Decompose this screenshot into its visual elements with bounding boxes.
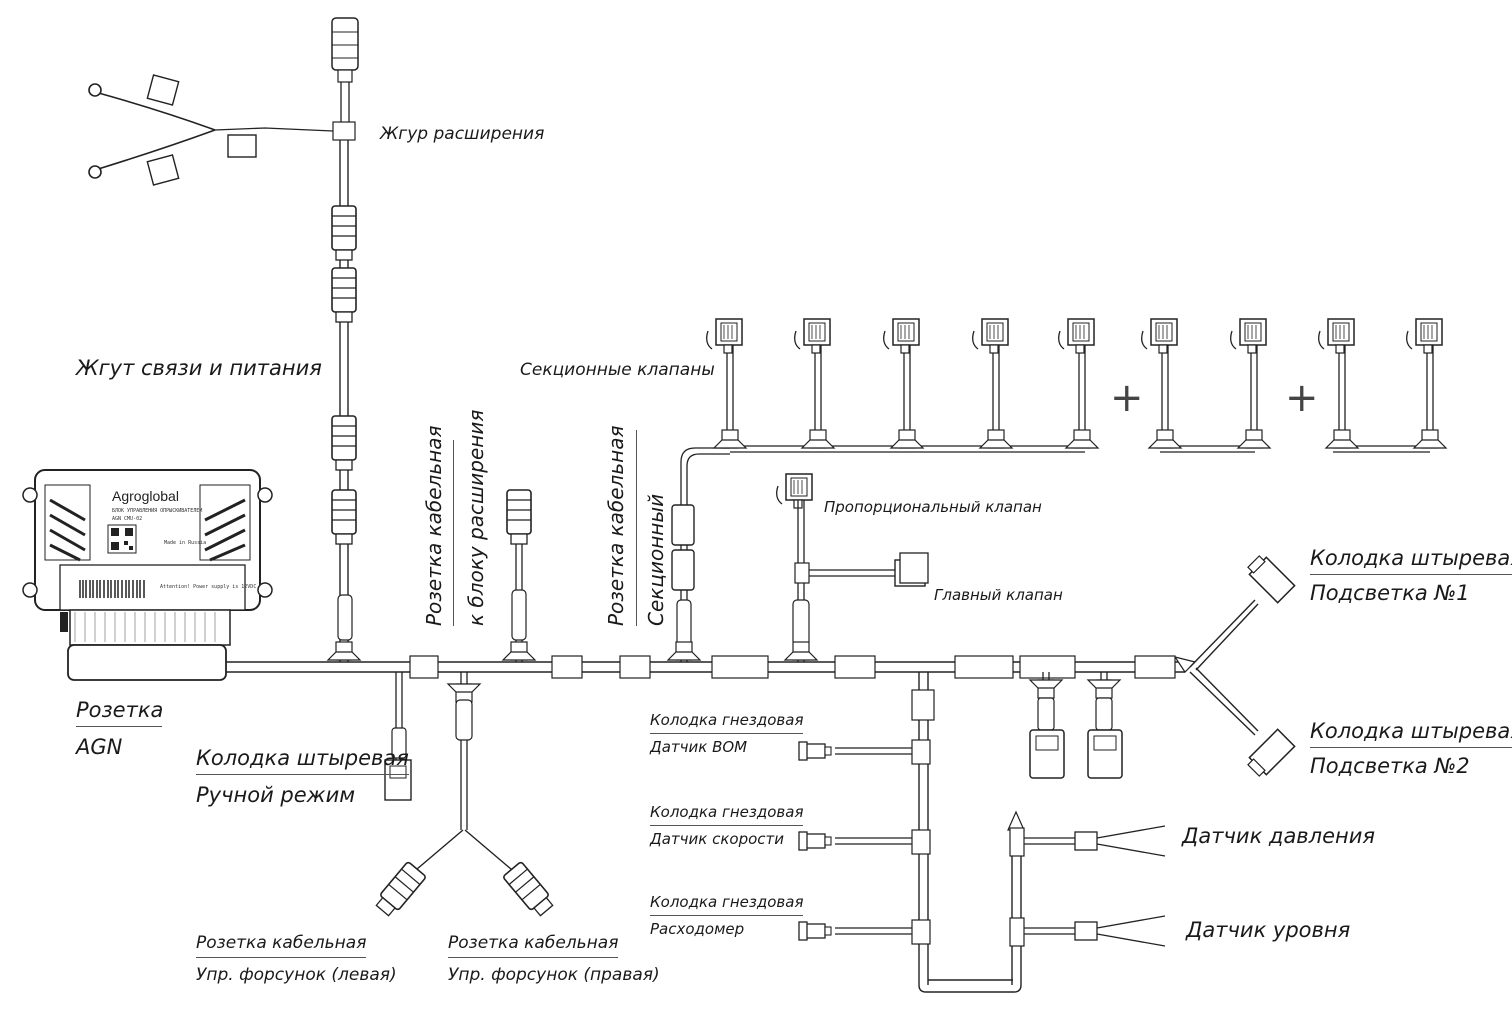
section-valve-9 bbox=[1405, 318, 1447, 449]
label-level-sensor: Датчик уровня bbox=[1186, 918, 1351, 942]
level-sensor-branch bbox=[1009, 915, 1166, 947]
label-flow-2: Расходомер bbox=[650, 920, 745, 938]
section-valve-2 bbox=[793, 318, 835, 449]
label-expansion-socket-2: к блоку расширения bbox=[464, 409, 488, 626]
flowmeter-branch bbox=[798, 919, 931, 945]
label-main-valve: Главный клапан bbox=[934, 586, 1063, 604]
expansion-socket-branch bbox=[502, 489, 536, 662]
label-flow-1: Колодка гнездовая bbox=[650, 895, 804, 916]
label-injector-left-1: Розетка кабельная bbox=[196, 935, 367, 958]
label-speed-1: Колодка гнездовая bbox=[650, 805, 804, 826]
speed-sensor-branch bbox=[798, 829, 931, 855]
aux-connectors bbox=[1029, 672, 1123, 779]
label-socket-agn-2: AGN bbox=[76, 735, 123, 759]
label-expansion-harness: Жгур расширения bbox=[380, 124, 545, 144]
section-valve-1 bbox=[705, 318, 747, 449]
control-unit bbox=[22, 469, 273, 681]
plus-sign-2: + bbox=[1285, 375, 1319, 421]
label-pto-1: Колодка гнездовая bbox=[650, 713, 804, 734]
label-light2-1: Колодка штыревая bbox=[1310, 721, 1512, 748]
label-pressure-sensor: Датчик давления bbox=[1182, 824, 1376, 848]
device-attention: Attention! Power supply is 12VDC bbox=[160, 584, 257, 590]
section-valve-7 bbox=[1229, 318, 1271, 449]
label-injector-left-2: Упр. форсунок (левая) bbox=[196, 965, 397, 985]
label-socket-agn-1: Розетка bbox=[76, 700, 163, 727]
label-injector-right-1: Розетка кабельная bbox=[448, 935, 619, 958]
section-valves bbox=[705, 318, 1447, 449]
label-section-socket-1: Розетка кабельная bbox=[604, 425, 628, 627]
pto-sensor-branch bbox=[798, 739, 931, 765]
backlight-branches bbox=[1189, 555, 1296, 777]
comm-power-harness bbox=[327, 140, 361, 662]
section-valve-4 bbox=[971, 318, 1013, 449]
proportional-main-valve-branch bbox=[775, 473, 929, 662]
manual-mode-branch bbox=[384, 672, 412, 801]
section-valve-3 bbox=[882, 318, 924, 449]
label-light1-1: Колодка штыревая bbox=[1310, 548, 1512, 575]
section-valve-6 bbox=[1140, 318, 1182, 449]
pressure-sensor-branch bbox=[1009, 825, 1166, 857]
label-proportional-valve: Пропорциональный клапан bbox=[824, 498, 1042, 516]
label-light2-2: Подсветка №2 bbox=[1310, 754, 1470, 778]
divider-section-socket bbox=[636, 430, 637, 626]
label-speed-2: Датчик скорости bbox=[650, 830, 785, 848]
divider-expansion-socket bbox=[453, 440, 454, 626]
label-light1-2: Подсветка №1 bbox=[1310, 581, 1470, 605]
main-trunk bbox=[225, 655, 1197, 679]
label-pto-2: Датчик ВОМ bbox=[650, 738, 748, 756]
injector-branch bbox=[372, 672, 557, 920]
label-injector-right-2: Упр. форсунок (правая) bbox=[448, 965, 660, 985]
expansion-harness bbox=[88, 17, 359, 186]
label-manual-mode-2: Ручной режим bbox=[196, 783, 356, 807]
device-made-in: Made in Russia bbox=[164, 540, 207, 546]
label-manual-mode-1: Колодка штыревая bbox=[196, 748, 409, 775]
device-title: БЛОК УПРАВЛЕНИЯ ОПРЫСКИВАТЕЛЕМ bbox=[112, 508, 203, 514]
label-expansion-socket-1: Розетка кабельная bbox=[422, 425, 446, 627]
brand-logo: Agroglobal bbox=[112, 488, 179, 504]
label-comm-power-harness: Жгут связи и питания bbox=[76, 356, 322, 380]
device-model: AGN CMU-02 bbox=[112, 516, 143, 522]
section-valve-8 bbox=[1317, 318, 1359, 449]
section-valve-5 bbox=[1057, 318, 1099, 449]
label-section-valves: Секционные клапаны bbox=[520, 360, 715, 380]
label-section-socket-2: Секционный bbox=[644, 493, 668, 626]
plus-sign-1: + bbox=[1110, 375, 1144, 421]
